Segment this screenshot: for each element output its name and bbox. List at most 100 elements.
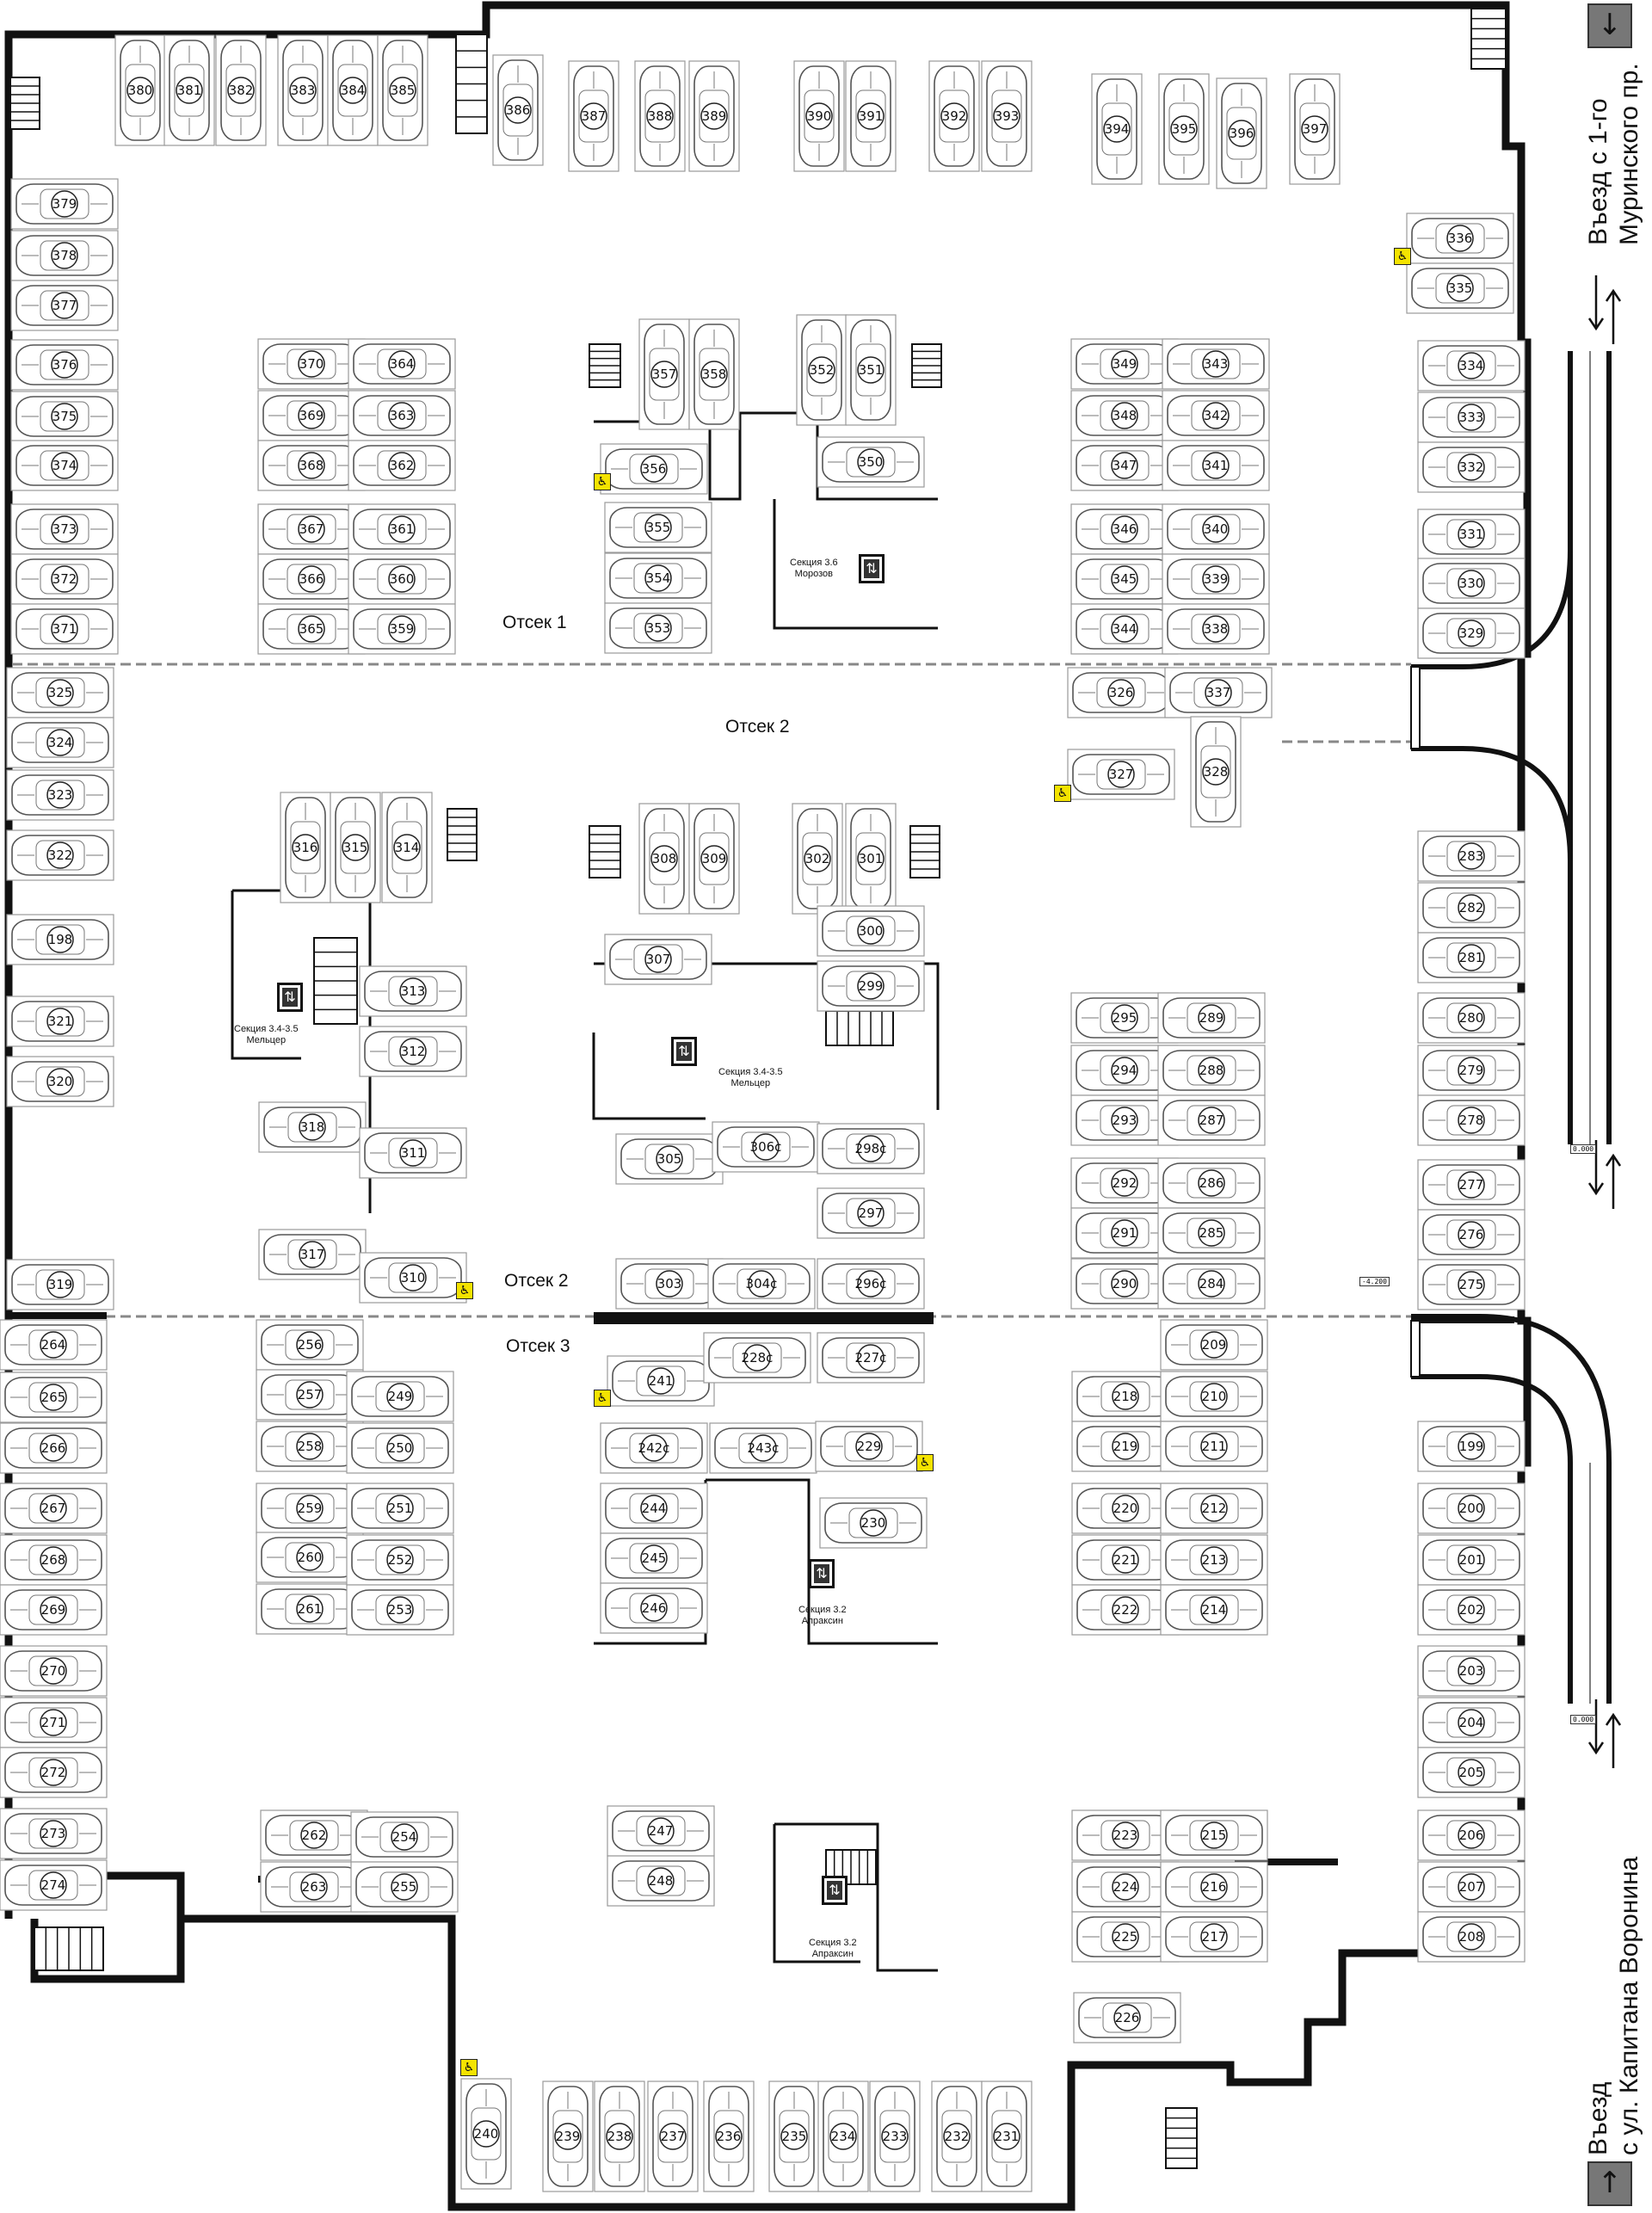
parking-spot[interactable]: 241 [607, 1355, 715, 1407]
parking-spot[interactable]: 274 [0, 1859, 108, 1911]
parking-spot[interactable]: 255 [350, 1861, 459, 1913]
parking-spot[interactable]: 379 [10, 178, 119, 230]
parking-spot[interactable]: 333 [1417, 391, 1526, 443]
parking-spot[interactable]: 325 [6, 667, 114, 718]
parking-spot[interactable]: 252 [346, 1534, 454, 1586]
parking-spot[interactable]: 286 [1157, 1157, 1266, 1209]
parking-spot[interactable]: 386 [492, 54, 544, 166]
parking-spot[interactable]: 256 [256, 1319, 364, 1371]
parking-spot[interactable]: 341 [1162, 440, 1270, 491]
parking-spot[interactable]: 348 [1070, 390, 1179, 441]
parking-spot[interactable]: 208 [1417, 1911, 1526, 1963]
parking-spot[interactable]: 376 [10, 339, 119, 391]
parking-spot[interactable]: 269 [0, 1584, 108, 1636]
parking-spot[interactable]: 284 [1157, 1258, 1266, 1310]
parking-spot[interactable]: 336 [1406, 213, 1514, 264]
parking-spot[interactable]: 244 [600, 1483, 708, 1534]
parking-spot[interactable]: 343 [1162, 338, 1270, 390]
parking-spot[interactable]: 259 [256, 1483, 364, 1534]
parking-spot[interactable]: 330 [1417, 558, 1526, 609]
parking-spot[interactable]: 289 [1157, 992, 1266, 1044]
parking-spot[interactable]: 262 [260, 1809, 368, 1861]
parking-spot[interactable]: 335 [1406, 262, 1514, 314]
parking-spot[interactable]: 201 [1417, 1534, 1526, 1586]
parking-spot[interactable]: 237 [647, 2080, 699, 2192]
parking-spot[interactable]: 198 [6, 914, 114, 965]
parking-spot[interactable]: 233 [869, 2080, 921, 2192]
parking-spot[interactable]: 303 [615, 1258, 724, 1310]
parking-spot[interactable]: 267 [0, 1483, 108, 1534]
parking-spot[interactable]: 313 [359, 965, 467, 1017]
parking-spot[interactable]: 230 [819, 1497, 928, 1549]
parking-spot[interactable]: 278 [1417, 1094, 1526, 1146]
parking-spot[interactable]: 207 [1417, 1861, 1526, 1913]
parking-spot[interactable]: 339 [1162, 553, 1270, 605]
parking-spot[interactable]: 369 [257, 390, 366, 441]
parking-spot[interactable]: 383 [277, 34, 329, 146]
parking-spot[interactable]: 361 [348, 503, 456, 555]
parking-spot[interactable]: 261 [256, 1583, 364, 1635]
parking-spot[interactable]: 205 [1417, 1747, 1526, 1798]
parking-spot[interactable]: 236 [703, 2080, 755, 2192]
parking-spot[interactable]: 238 [594, 2080, 645, 2192]
parking-spot[interactable]: 235 [768, 2080, 820, 2192]
parking-spot[interactable]: 391 [845, 60, 897, 172]
parking-spot[interactable]: 316 [280, 792, 331, 903]
parking-spot[interactable]: 266 [0, 1422, 108, 1474]
parking-spot[interactable]: 210 [1160, 1371, 1268, 1422]
parking-spot[interactable]: 349 [1070, 338, 1179, 390]
parking-spot[interactable]: 318 [258, 1101, 367, 1153]
parking-spot[interactable]: 366 [257, 553, 366, 605]
parking-spot[interactable]: 232 [931, 2080, 983, 2192]
parking-spot[interactable]: 323 [6, 769, 114, 821]
parking-spot[interactable]: 359 [348, 603, 456, 655]
parking-spot[interactable]: 372 [10, 553, 119, 605]
parking-spot[interactable]: 338 [1162, 603, 1270, 655]
parking-spot[interactable]: 344 [1070, 603, 1179, 655]
parking-spot[interactable]: 380 [114, 34, 166, 146]
parking-spot[interactable]: 247 [607, 1805, 715, 1857]
parking-spot[interactable]: 304c [707, 1258, 816, 1310]
parking-spot[interactable]: 345 [1070, 553, 1179, 605]
parking-spot[interactable]: 231 [981, 2080, 1032, 2192]
parking-spot[interactable]: 363 [348, 390, 456, 441]
parking-spot[interactable]: 270 [0, 1645, 108, 1697]
parking-spot[interactable]: 360 [348, 553, 456, 605]
parking-spot[interactable]: 299 [817, 960, 925, 1012]
parking-spot[interactable]: 301 [845, 803, 897, 915]
parking-spot[interactable]: 331 [1417, 509, 1526, 560]
parking-spot[interactable]: 327 [1067, 749, 1175, 800]
parking-spot[interactable]: 310 [359, 1252, 467, 1304]
parking-spot[interactable]: 387 [568, 60, 620, 172]
parking-spot[interactable]: 268 [0, 1534, 108, 1586]
parking-spot[interactable]: 229 [815, 1421, 923, 1472]
parking-spot[interactable]: 277 [1417, 1159, 1526, 1211]
parking-spot[interactable]: 364 [348, 338, 456, 390]
parking-spot[interactable]: 280 [1417, 992, 1526, 1044]
parking-spot[interactable]: 254 [350, 1811, 459, 1863]
parking-spot[interactable]: 298c [817, 1123, 925, 1174]
parking-spot[interactable]: 312 [359, 1026, 467, 1077]
parking-spot[interactable]: 385 [377, 34, 428, 146]
parking-spot[interactable]: 342 [1162, 390, 1270, 441]
parking-spot[interactable]: 275 [1417, 1259, 1526, 1310]
parking-spot[interactable]: 199 [1417, 1421, 1526, 1472]
parking-spot[interactable]: 302 [792, 803, 843, 915]
parking-spot[interactable]: 285 [1157, 1207, 1266, 1259]
parking-spot[interactable]: 337 [1164, 667, 1273, 718]
parking-spot[interactable]: 326 [1067, 667, 1175, 718]
parking-spot[interactable]: 249 [346, 1371, 454, 1422]
parking-spot[interactable]: 215 [1160, 1809, 1268, 1861]
parking-spot[interactable]: 329 [1417, 607, 1526, 659]
parking-spot[interactable]: 213 [1160, 1534, 1268, 1586]
parking-spot[interactable]: 272 [0, 1747, 108, 1798]
parking-spot[interactable]: 353 [604, 602, 712, 654]
parking-spot[interactable]: 211 [1160, 1421, 1268, 1472]
parking-spot[interactable]: 314 [381, 792, 433, 903]
parking-spot[interactable]: 396 [1216, 77, 1267, 189]
parking-spot[interactable]: 203 [1417, 1645, 1526, 1697]
parking-spot[interactable]: 240 [460, 2078, 512, 2190]
parking-spot[interactable]: 265 [0, 1372, 108, 1423]
parking-spot[interactable]: 322 [6, 829, 114, 881]
parking-spot[interactable]: 365 [257, 603, 366, 655]
